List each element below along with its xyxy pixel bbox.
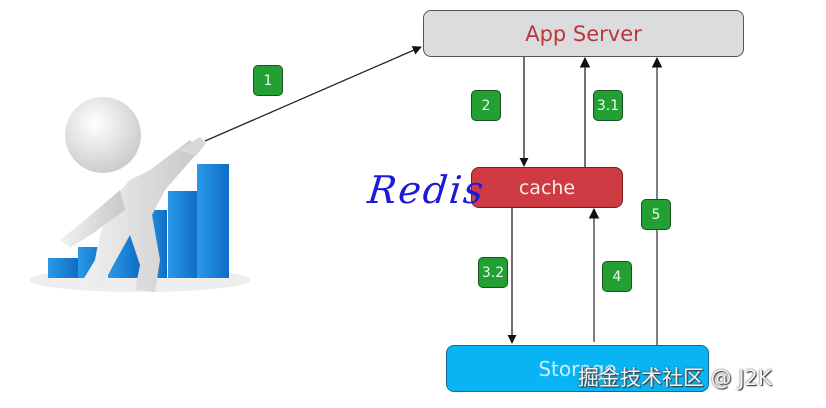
step-badge-2: 2	[471, 90, 501, 121]
bar	[168, 191, 197, 278]
app-server-label: App Server	[525, 21, 642, 46]
storage-node: Storage	[446, 345, 709, 392]
step-badge-5: 5	[641, 199, 671, 230]
step-badge-1: 1	[253, 65, 283, 96]
storage-label: Storage	[538, 356, 617, 381]
arrow-request	[204, 46, 422, 142]
bar	[197, 164, 229, 278]
redis-handwritten-annotation: Redis	[365, 168, 488, 212]
step-badge-3-2: 3.2	[478, 257, 508, 288]
watermark: 掘金技术社区 @ J2K	[578, 366, 772, 390]
pointing-figure-illustration	[60, 97, 206, 292]
bar	[48, 258, 78, 278]
cache-label: cache	[518, 176, 576, 199]
step-badge-3-1: 3.1	[593, 90, 623, 121]
step-badge-4: 4	[602, 261, 632, 292]
cache-node: cache	[471, 167, 623, 208]
app-server-node: App Server	[423, 10, 744, 57]
